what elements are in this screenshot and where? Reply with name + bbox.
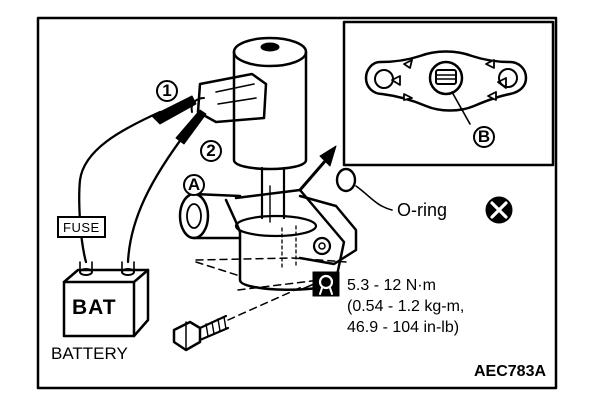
callout-1: 1 [156, 80, 178, 102]
inset-detail [342, 20, 555, 167]
mounting-bolt [172, 283, 315, 352]
torque-wrench-icon [312, 271, 340, 297]
figure-code: AEC783A [474, 363, 547, 380]
fuse-label: FUSE [57, 216, 106, 238]
battery-bat-label: BAT [72, 296, 117, 319]
o-ring [335, 167, 393, 211]
o-ring-label: O-ring [397, 200, 448, 220]
figure-border [36, 16, 558, 390]
do-not-reuse-icon [485, 196, 513, 224]
view-arrow [298, 145, 337, 192]
callout-A: A [183, 174, 205, 196]
torque-line-1: 5.3 - 12 N·m [347, 277, 436, 294]
callout-B: B [473, 126, 495, 148]
torque-line-2: (0.54 - 1.2 kg-m, [347, 298, 465, 315]
battery-label: BATTERY [51, 344, 128, 363]
torque-line-3: 46.9 - 104 in-lb) [347, 319, 460, 336]
callout-2: 2 [200, 140, 222, 162]
battery [62, 261, 150, 338]
